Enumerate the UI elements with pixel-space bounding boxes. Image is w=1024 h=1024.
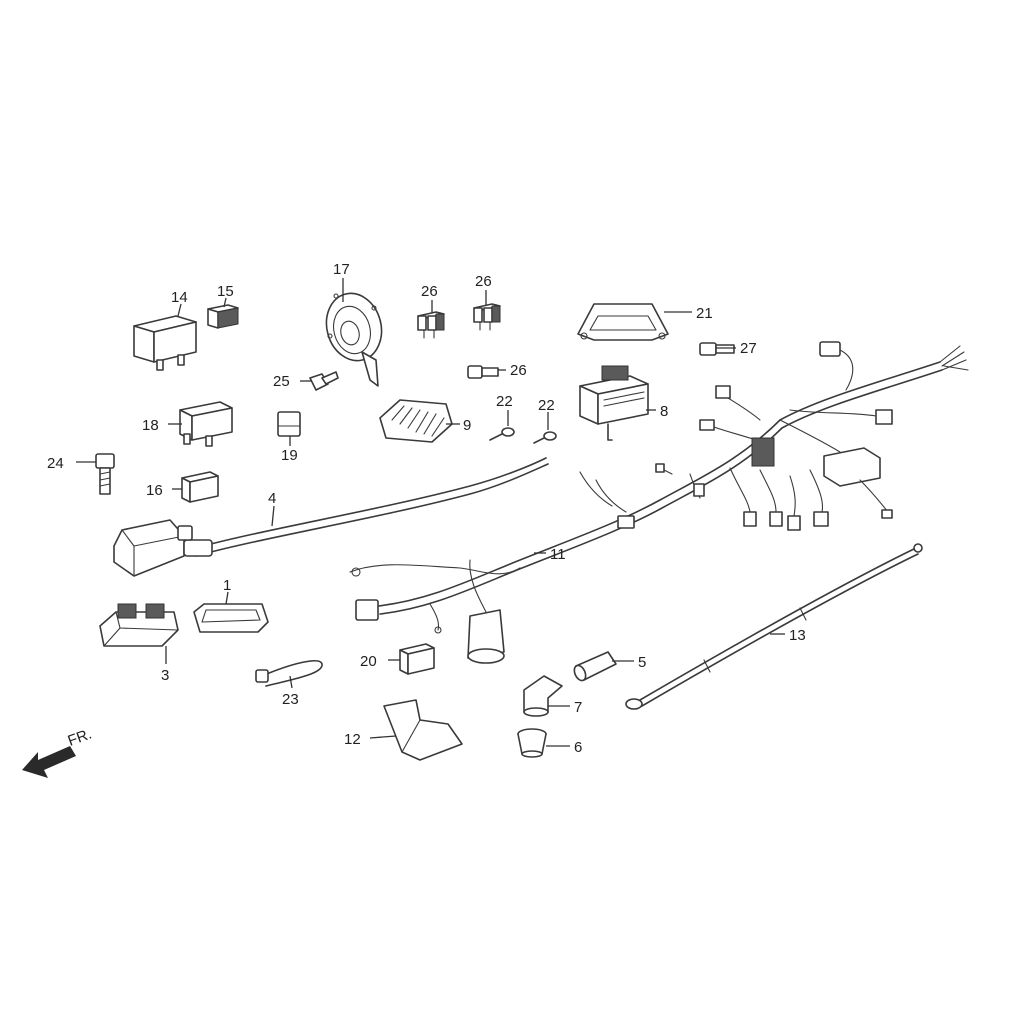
label-part-23: 23	[282, 691, 299, 708]
label-part-26-c: 26	[510, 362, 527, 379]
label-part-22-a: 22	[496, 393, 513, 410]
label-part-13: 13	[789, 627, 806, 644]
label-part-11: 11	[550, 546, 566, 563]
label-part-19: 19	[281, 447, 298, 464]
part-4-ignition-coil	[113, 457, 549, 577]
label-part-4: 4	[268, 490, 276, 507]
part-5-terminal-cap	[573, 651, 617, 682]
part-6-boot	[517, 728, 547, 758]
part-8-cdi-unit	[579, 365, 649, 441]
label-part-20: 20	[360, 653, 377, 670]
part-26-fuse-a	[417, 311, 445, 339]
part-13-ground-cable	[625, 543, 923, 710]
front-direction-label: FR.	[66, 726, 95, 750]
part-21-bracket	[577, 303, 669, 341]
part-16-relay	[181, 471, 219, 503]
front-direction-arrow-icon	[22, 746, 76, 778]
label-part-22-b: 22	[538, 397, 555, 414]
label-part-27: 27	[740, 340, 757, 357]
label-part-8: 8	[660, 403, 668, 420]
part-14-relay	[133, 315, 197, 371]
part-22-screw-a	[489, 427, 515, 441]
label-part-18: 18	[142, 417, 159, 434]
part-1-fuse-cover	[193, 603, 269, 633]
part-23-cable-tie	[255, 660, 323, 687]
label-part-12: 12	[344, 731, 361, 748]
label-part-26-a: 26	[421, 283, 438, 300]
part-25-screw	[309, 371, 339, 391]
label-part-15: 15	[217, 283, 234, 300]
label-part-24: 24	[47, 455, 64, 472]
label-part-17: 17	[333, 261, 350, 278]
part-15-small-relay	[207, 304, 239, 329]
part-20-relay	[399, 643, 435, 675]
part-27-bolt	[699, 342, 735, 356]
label-part-21: 21	[696, 305, 713, 322]
part-17-horn	[325, 292, 383, 387]
label-part-6: 6	[574, 739, 582, 756]
label-part-3: 3	[161, 667, 169, 684]
label-part-16: 16	[146, 482, 163, 499]
part-22-screw-b	[533, 431, 557, 444]
label-part-26-b: 26	[475, 273, 492, 290]
part-9-rectifier	[379, 399, 453, 443]
label-part-7: 7	[574, 699, 582, 716]
label-part-14: 14	[171, 289, 188, 306]
part-3-fuse-box	[99, 603, 179, 647]
part-18-relay	[179, 401, 233, 447]
label-part-5: 5	[638, 654, 646, 671]
part-26-fuse-b	[473, 303, 501, 331]
label-part-9: 9	[463, 417, 471, 434]
part-12-cover	[383, 699, 463, 761]
part-19-clip	[277, 411, 301, 437]
part-7-plug-cap	[523, 675, 563, 717]
label-part-1: 1	[223, 577, 231, 594]
part-26-screw	[467, 365, 499, 379]
part-24-bolt	[95, 453, 115, 495]
part-11-wiring-harness	[349, 341, 969, 664]
label-part-25: 25	[273, 373, 290, 390]
leader-lines	[76, 278, 785, 747]
